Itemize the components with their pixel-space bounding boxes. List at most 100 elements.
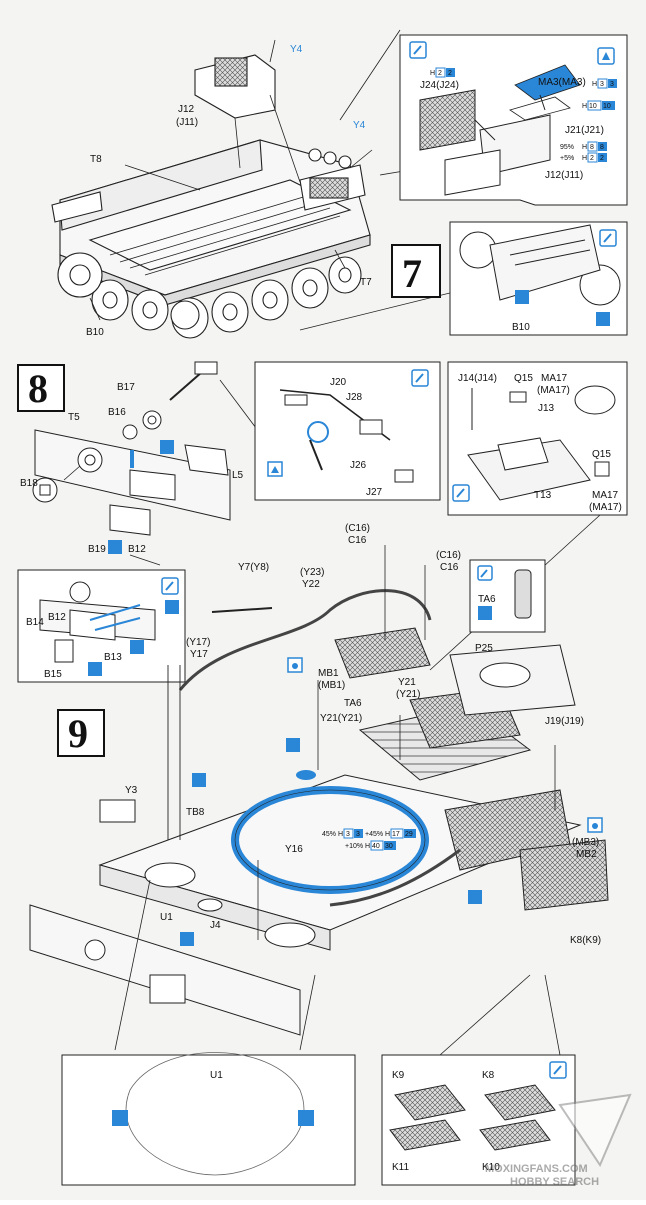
svg-text:45%: 45% <box>322 831 336 838</box>
fill-icon <box>286 738 300 752</box>
part-label: K10 <box>482 1162 500 1173</box>
svg-text:+5%: +5% <box>560 155 574 162</box>
svg-text:2: 2 <box>448 70 452 77</box>
icons-9 <box>180 657 603 946</box>
svg-text:H: H <box>385 831 390 838</box>
part-label: J12(J11) <box>545 170 583 181</box>
labels-7: Y4 J12 (J11) T8 Y4 T7 B10 <box>86 44 372 338</box>
part-label: K11 <box>392 1162 409 1173</box>
part-label: B13 <box>104 652 122 663</box>
step-8-group: 8 B17 B16 T5 L5 B18 B19 B12 <box>17 361 628 683</box>
svg-text:10: 10 <box>589 103 597 110</box>
part-label: K9 <box>392 1070 405 1081</box>
watermark-line2: HOBBY SEARCH <box>510 1176 599 1188</box>
part-label: MA17 <box>541 373 568 384</box>
labels-8: B17 B16 T5 L5 B18 B19 B12 <box>20 382 244 555</box>
attach-icon <box>180 932 194 946</box>
step-number-8 <box>17 364 65 412</box>
part-label: J26 <box>350 460 367 471</box>
part-label: T7 <box>360 277 372 288</box>
attach-icon <box>88 662 102 676</box>
part-label: J24(J24) <box>420 80 459 91</box>
part-label: C16 <box>440 562 459 573</box>
part-label: B10 <box>512 322 530 333</box>
part-label: (C16) <box>345 523 370 534</box>
svg-text:H: H <box>430 70 435 77</box>
svg-text:3: 3 <box>610 81 614 88</box>
part-label: TA6 <box>478 594 496 605</box>
part-label: J21(J21) <box>565 125 604 136</box>
attach-icon <box>596 312 610 326</box>
part-label: MB1 <box>318 668 339 679</box>
fill-icon <box>468 890 482 904</box>
svg-text:9: 9 <box>68 711 88 756</box>
step-number-7: 7 <box>391 244 441 298</box>
part-label: J14(J14) <box>458 373 497 384</box>
watermark: MOXINGFANS.COM HOBBY SEARCH <box>485 1093 632 1188</box>
part-label: Y16 <box>285 844 303 855</box>
paint-codes-9: 45% H 3 3 +45% H 17 29 +10% H 40 30 <box>322 828 416 851</box>
hull-assembly-7 <box>51 54 371 339</box>
part-label: P25 <box>475 643 493 654</box>
attach-icon <box>130 640 144 654</box>
svg-text:H: H <box>582 155 587 162</box>
part-label: B12 <box>128 544 146 555</box>
attach-icon <box>165 600 179 614</box>
part-label: (MA17) <box>537 385 570 396</box>
svg-text:3: 3 <box>346 831 350 838</box>
part-label: B19 <box>88 544 106 555</box>
part-label: Y4 <box>353 120 366 131</box>
paint-codes-7: H 2 2 H 3 3 H 10 10 95% H 8 8 +5% H 2 2 <box>430 67 617 163</box>
svg-text:17: 17 <box>392 831 400 838</box>
part-label: U1 <box>210 1070 223 1081</box>
part-label: TB8 <box>186 807 205 818</box>
part-label: L5 <box>232 470 244 481</box>
part-label: T8 <box>90 154 102 165</box>
part-label: C16 <box>348 535 367 546</box>
part-label: (Y17) <box>186 637 210 648</box>
svg-text:2: 2 <box>600 155 604 162</box>
fill-icon <box>298 1110 314 1126</box>
svg-text:29: 29 <box>405 831 413 838</box>
part-label: J19(J19) <box>545 716 584 727</box>
step-number-9 <box>57 709 105 757</box>
inset-7-tracks: B10 <box>449 221 628 336</box>
part-label: J13 <box>538 403 555 414</box>
attach-icon <box>515 290 529 304</box>
inset-7-antenna: MA3(MA3) J24(J24) J21(J21) J12(J11) H 2 … <box>399 34 628 206</box>
attach-icon <box>160 440 174 454</box>
svg-text:8: 8 <box>28 366 48 411</box>
part-label: (Y23) <box>300 567 324 578</box>
part-label: TA6 <box>344 698 362 709</box>
part-label: Q15 <box>514 373 533 384</box>
part-label: B14 <box>26 617 44 628</box>
part-label: Q15 <box>592 449 611 460</box>
leader-lines-9 <box>114 514 601 1056</box>
svg-text:95%: 95% <box>560 144 574 151</box>
paper-plane-logo <box>558 1093 632 1168</box>
part-label: (MB1) <box>318 680 345 691</box>
svg-text:H: H <box>582 103 587 110</box>
svg-text:H: H <box>365 843 370 850</box>
part-label: MA17 <box>592 490 619 501</box>
part-label: (C16) <box>436 550 461 561</box>
part-label: Y4 <box>290 44 303 55</box>
hull-top-9 <box>29 589 609 1036</box>
svg-text:30: 30 <box>385 843 393 850</box>
part-label: B18 <box>20 478 38 489</box>
step-9-group: 9 <box>29 514 609 1186</box>
svg-text:7: 7 <box>402 251 422 296</box>
svg-text:8: 8 <box>600 144 604 151</box>
svg-text:H: H <box>592 81 597 88</box>
step-7-group: Y4 J12 (J11) T8 Y4 T7 B10 MA3(MA3) J24(J… <box>51 29 628 339</box>
part-label: MB2 <box>576 849 597 860</box>
part-label: Y22 <box>302 579 320 590</box>
part-label: MA3(MA3) <box>538 77 586 88</box>
part-label: Y7(Y8) <box>238 562 269 573</box>
svg-text:+10%: +10% <box>345 843 363 850</box>
svg-text:10: 10 <box>603 103 611 110</box>
part-label: (Y21) <box>396 689 420 700</box>
svg-text:H: H <box>338 831 343 838</box>
part-label: Y17 <box>190 649 208 660</box>
part-label: B10 <box>86 327 104 338</box>
